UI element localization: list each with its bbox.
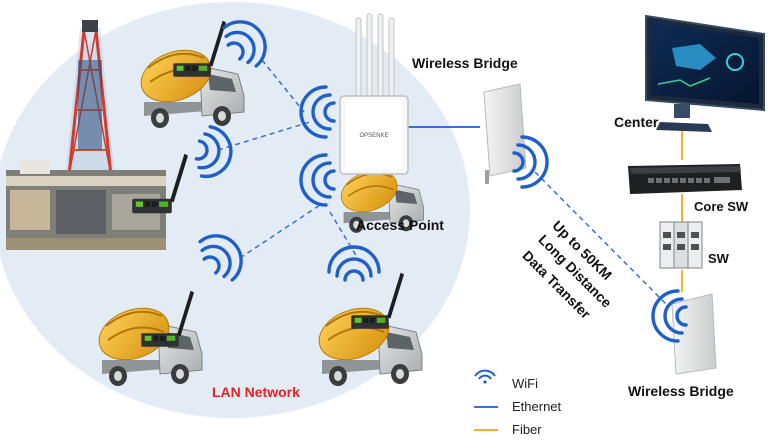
legend-fiber-label: Fiber bbox=[512, 422, 542, 437]
ap-brand-label: OPSENKE bbox=[359, 133, 388, 139]
access-point-icon bbox=[339, 13, 409, 175]
wireless-bridge-bottom-label: Wireless Bridge bbox=[628, 383, 734, 399]
monitor-icon bbox=[645, 14, 765, 132]
wireless-bridge-top-label: Wireless Bridge bbox=[412, 55, 518, 71]
wireless-bridge-bottom-icon bbox=[671, 293, 717, 375]
legend-ethernet-label: Ethernet bbox=[512, 399, 562, 414]
wifi-link-truck4-ap bbox=[329, 211, 361, 263]
legend bbox=[474, 369, 498, 431]
wifi-links bbox=[217, 59, 669, 307]
core-switch-icon bbox=[628, 164, 742, 194]
legend-wifi-icon bbox=[474, 369, 496, 384]
legend-wifi-label: WiFi bbox=[512, 376, 538, 391]
center-label: Center bbox=[614, 114, 659, 130]
core-sw-label: Core SW bbox=[694, 199, 749, 214]
lan-network-label: LAN Network bbox=[212, 384, 300, 400]
wifi-link-truck3-ap bbox=[239, 204, 321, 259]
oil-rig-icon bbox=[6, 20, 166, 250]
wifi-link-bridges bbox=[534, 171, 669, 307]
wifi-link-truck2-ap bbox=[217, 121, 311, 151]
access-point-label: Access Point bbox=[356, 217, 444, 233]
din-switch-icon bbox=[659, 221, 703, 269]
sw-label: SW bbox=[708, 251, 729, 266]
wifi-link-truck1-ap bbox=[261, 59, 305, 113]
